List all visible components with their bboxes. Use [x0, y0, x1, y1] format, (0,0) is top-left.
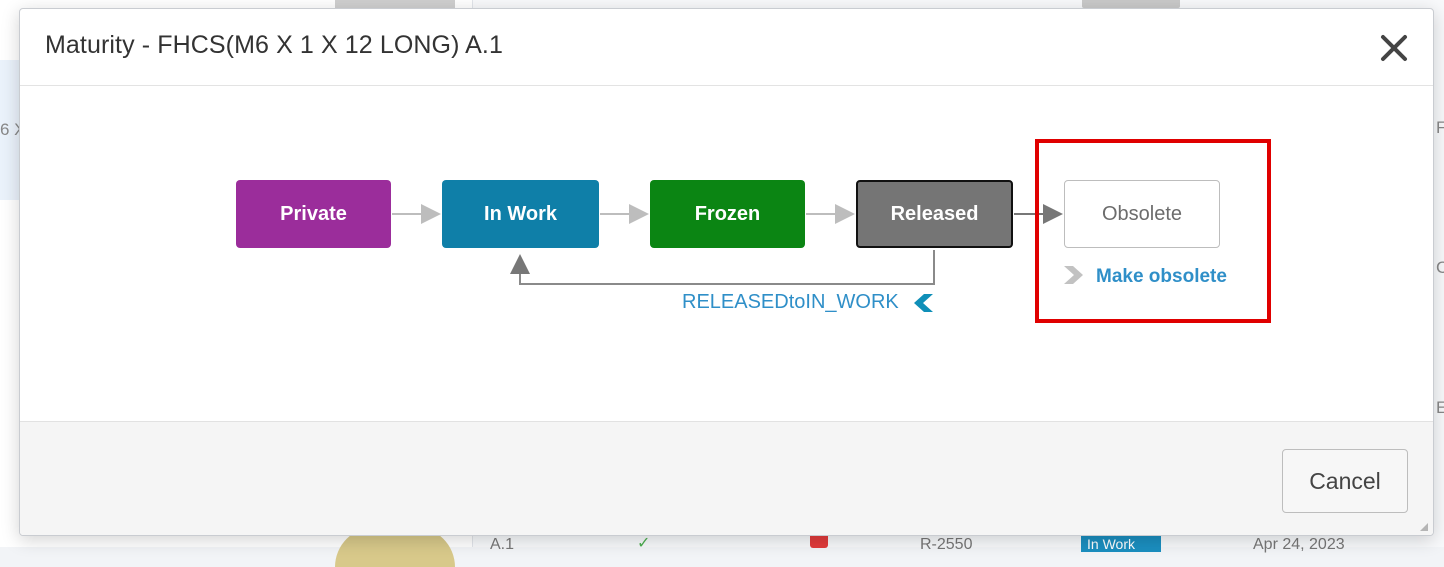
maturity-graph: Private In Work Frozen Released Obsolete…	[20, 86, 1433, 420]
cancel-button[interactable]: Cancel	[1282, 449, 1408, 513]
transition-arrows	[392, 204, 1063, 285]
make-obsolete-link[interactable]: Make obsolete	[1096, 266, 1227, 287]
background-row-number: R-2550	[920, 536, 973, 553]
dialog-title: Maturity - FHCS(M6 X 1 X 12 LONG) A.1	[45, 31, 503, 59]
chevron-right-icon	[1064, 266, 1083, 284]
state-private[interactable]: Private	[236, 180, 391, 248]
dialog-header: Maturity - FHCS(M6 X 1 X 12 LONG) A.1	[20, 9, 1433, 86]
chevron-left-icon	[914, 294, 933, 312]
background-status-badge: In Work	[1081, 536, 1161, 552]
resize-grip-icon[interactable]	[1419, 522, 1429, 532]
arrow-released-inwork	[510, 250, 935, 285]
background-side-text-right-3: E	[1436, 398, 1444, 417]
state-obsolete[interactable]: Obsolete	[1064, 180, 1220, 248]
highlight-box	[1035, 139, 1271, 323]
transition-released-to-in-work[interactable]: RELEASEDtoIN_WORK	[682, 291, 899, 313]
background-side-text-right: F	[1436, 118, 1444, 137]
state-released[interactable]: Released	[856, 180, 1013, 248]
background-row-date: Apr 24, 2023	[1253, 536, 1345, 553]
background-side-text-right-2: C	[1436, 258, 1444, 277]
maturity-dialog: Maturity - FHCS(M6 X 1 X 12 LONG) A.1	[19, 8, 1434, 536]
state-in-work[interactable]: In Work	[442, 180, 599, 248]
state-frozen[interactable]: Frozen	[650, 180, 805, 248]
background-row-revision: A.1	[490, 536, 515, 553]
close-icon[interactable]	[1379, 33, 1409, 63]
dialog-footer: Cancel	[20, 421, 1433, 535]
lock-icon	[810, 532, 828, 548]
check-icon: ✓	[637, 535, 651, 552]
background-thumbnail	[335, 0, 455, 8]
background-chip	[1082, 0, 1180, 8]
